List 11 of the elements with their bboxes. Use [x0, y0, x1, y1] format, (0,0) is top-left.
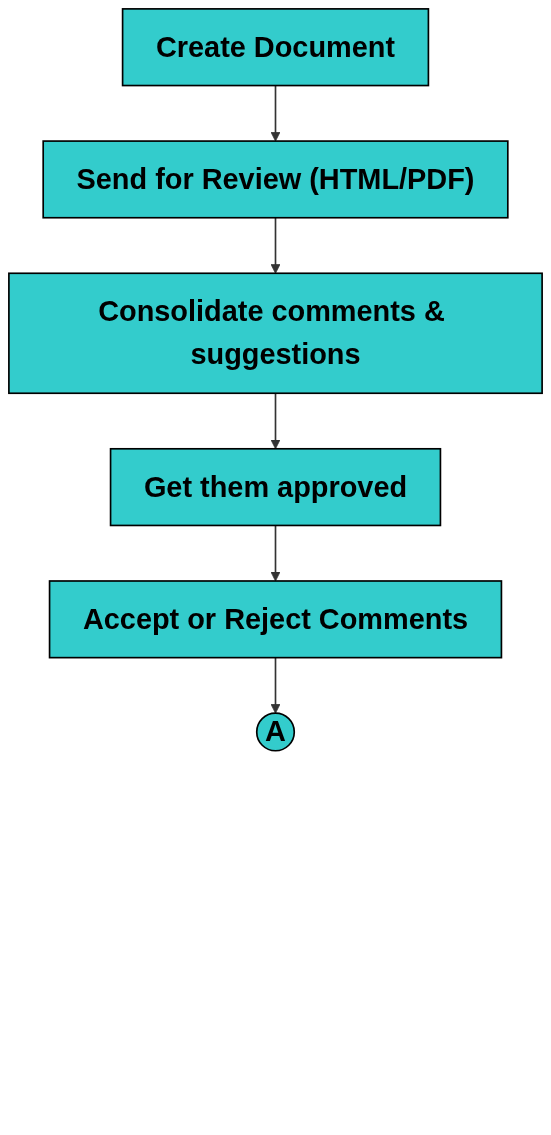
node-box: Accept or Reject Comments [48, 580, 503, 659]
arrow [270, 392, 281, 450]
node-circle: A [255, 712, 296, 752]
node-box: Create Document [121, 8, 430, 87]
node-box: Get them approved [109, 447, 442, 527]
arrow [270, 524, 281, 582]
arrow [270, 84, 281, 142]
node-box: Consolidate comments & suggestions [8, 272, 543, 395]
arrow [270, 656, 281, 714]
node-box: Send for Review (HTML/PDF) [42, 140, 509, 219]
arrow [270, 216, 281, 274]
